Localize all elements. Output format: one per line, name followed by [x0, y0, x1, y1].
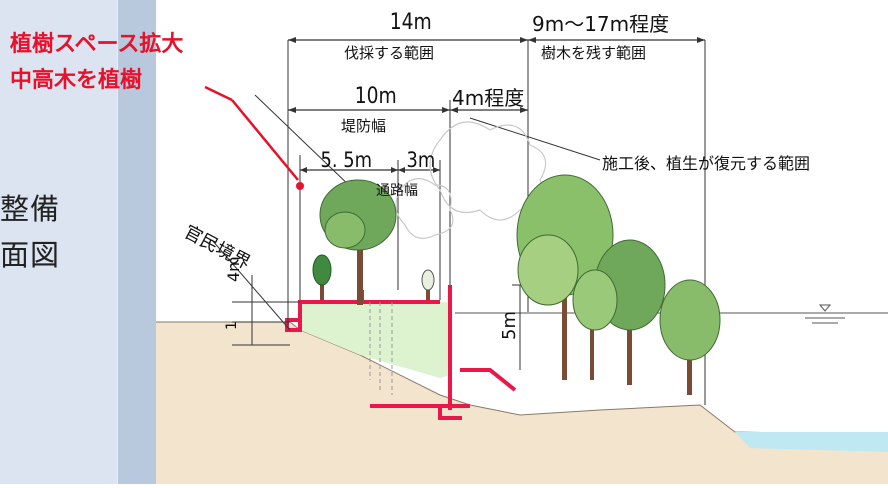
side-panel-text-1: 整備: [0, 192, 61, 226]
side-panel: 整備 面図: [0, 0, 118, 484]
cross-section-diagram: 14m 伐採する範囲 9m〜17m程度 樹木を残す範囲 10m 堤防幅 4m程度…: [156, 0, 888, 484]
annotation-restore: 施工後、植生が復元する範囲: [602, 154, 811, 173]
callout-dot: [296, 182, 304, 190]
dim-5-5m: 5. 5m: [320, 148, 372, 172]
dim-height-4m: 4m: [224, 256, 243, 282]
side-panel-text-2: 面図: [0, 238, 61, 272]
tree-group-levee: [312, 179, 435, 305]
tree-group-riverside: [516, 174, 721, 395]
leader-line: [469, 117, 601, 161]
dim-4m-about: 4m程度: [452, 86, 525, 110]
dim-caption-path: 通路幅: [376, 183, 418, 199]
callout-leader: [204, 85, 233, 102]
callout-line-2: 中高木を植樹: [10, 68, 143, 93]
callout-line-1: 植樹スペース拡大: [10, 32, 184, 57]
boundary-line: [211, 239, 291, 331]
dim-caption-levee: 堤防幅: [341, 117, 387, 135]
dim-9-17m: 9m〜17m程度: [532, 12, 670, 36]
dim-10m: 10m: [354, 84, 397, 109]
dim-caption-keep: 樹木を残す範囲: [541, 44, 647, 62]
diagram-canvas: [156, 37, 888, 484]
levee-fill: [300, 302, 450, 378]
dim-height-1: 1: [224, 321, 240, 330]
dim-caption-cut: 伐採する範囲: [344, 44, 435, 62]
dim-3m: 3m: [406, 148, 436, 172]
water-body: [735, 432, 888, 452]
callout-leader: [231, 99, 299, 181]
side-band: [118, 0, 156, 484]
ground-fill: [156, 322, 888, 484]
dim-height-5m: 5m: [499, 311, 520, 340]
dim-14m: 14m: [389, 10, 432, 35]
